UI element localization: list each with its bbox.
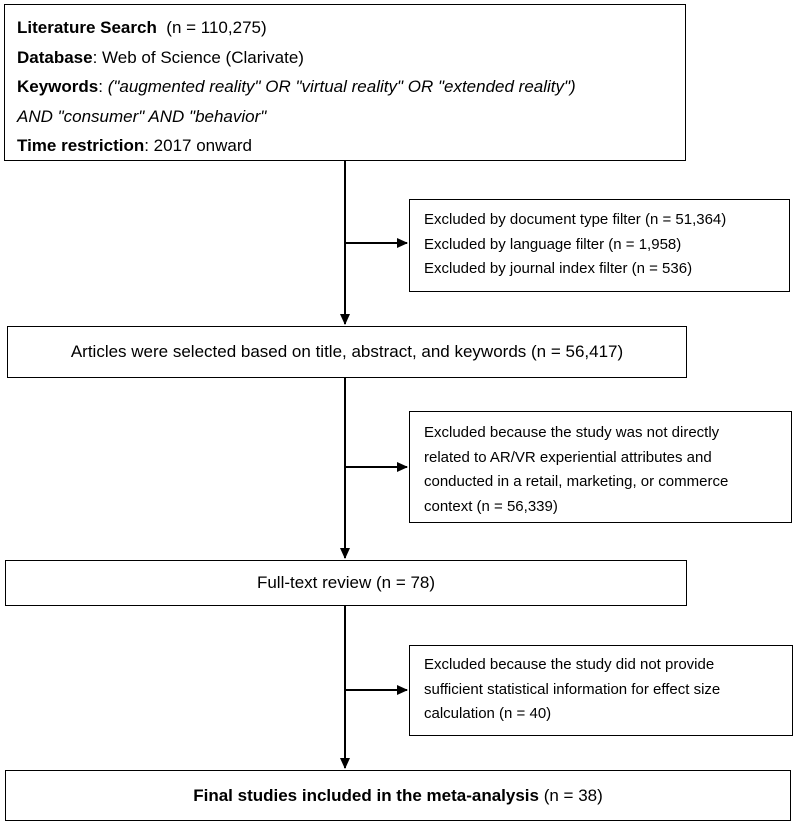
exclusion-2-line: Excluded because the study was not direc…: [424, 424, 720, 441]
exclusion-3-line: calculation (n = 40): [424, 705, 552, 722]
selected-articles-text: Articles were selected based on title, a…: [70, 342, 624, 361]
exclusion-3-line: Excluded because the study did not provi…: [424, 656, 715, 673]
search-title-line: Literature Search (n = 110,275): [17, 13, 675, 43]
exclusion-1-line: Excluded by language filter (n = 1,958): [424, 235, 682, 253]
exclusion-2-line: conducted in a retail, marketing, or com…: [424, 473, 729, 490]
time-label: Time restriction: [17, 136, 145, 155]
exclusion-box-2: Excluded because the study was not direc…: [409, 411, 792, 523]
final-studies-label: Final studies included in the meta-analy…: [193, 785, 539, 805]
database-label: Database: [17, 47, 93, 67]
exclusion-1-line: Excluded by document type filter (n = 51…: [424, 211, 727, 228]
exclusion-3-line: sufficient statistical information for e…: [424, 680, 721, 698]
time-line: Time restriction: 2017 onward: [17, 131, 675, 161]
exclusion-2-line: context (n = 56,339): [424, 497, 558, 515]
keywords-label: Keywords: [17, 77, 99, 96]
keywords-line-2: AND "consumer" AND "behavior": [17, 102, 675, 132]
exclusion-1-line: Excluded by journal index filter (n = 53…: [424, 260, 693, 277]
keywords-line: Keywords: ("augmented reality" OR "virtu…: [17, 72, 675, 102]
search-title: Literature Search: [17, 18, 157, 37]
full-text-review-text: Full-text review (n = 78): [256, 573, 436, 592]
exclusion-2-line: related to AR/VR experiential attributes…: [424, 448, 712, 466]
final-studies-box: Final studies included in the meta-analy…: [5, 770, 791, 821]
final-studies-text: Final studies included in the meta-analy…: [193, 786, 603, 806]
selected-articles-box: Articles were selected based on title, a…: [7, 326, 687, 378]
time-value: : 2017 onward: [144, 136, 252, 155]
literature-search-box: Literature Search (n = 110,275) Database…: [4, 4, 686, 161]
keywords-query-2: AND "consumer" AND "behavior": [17, 106, 267, 126]
search-count: (n = 110,275): [166, 18, 267, 37]
keywords-query-1: ("augmented reality" OR "virtual reality…: [107, 77, 576, 96]
database-value: : Web of Science (Clarivate): [92, 47, 304, 67]
keywords-colon: :: [98, 77, 108, 96]
exclusion-box-3: Excluded because the study did not provi…: [409, 645, 793, 736]
full-text-review-box: Full-text review (n = 78): [5, 560, 687, 606]
exclusion-box-1: Excluded by document type filter (n = 51…: [409, 199, 790, 292]
final-studies-count: (n = 38): [538, 785, 603, 805]
database-line: Database: Web of Science (Clarivate): [17, 43, 675, 73]
